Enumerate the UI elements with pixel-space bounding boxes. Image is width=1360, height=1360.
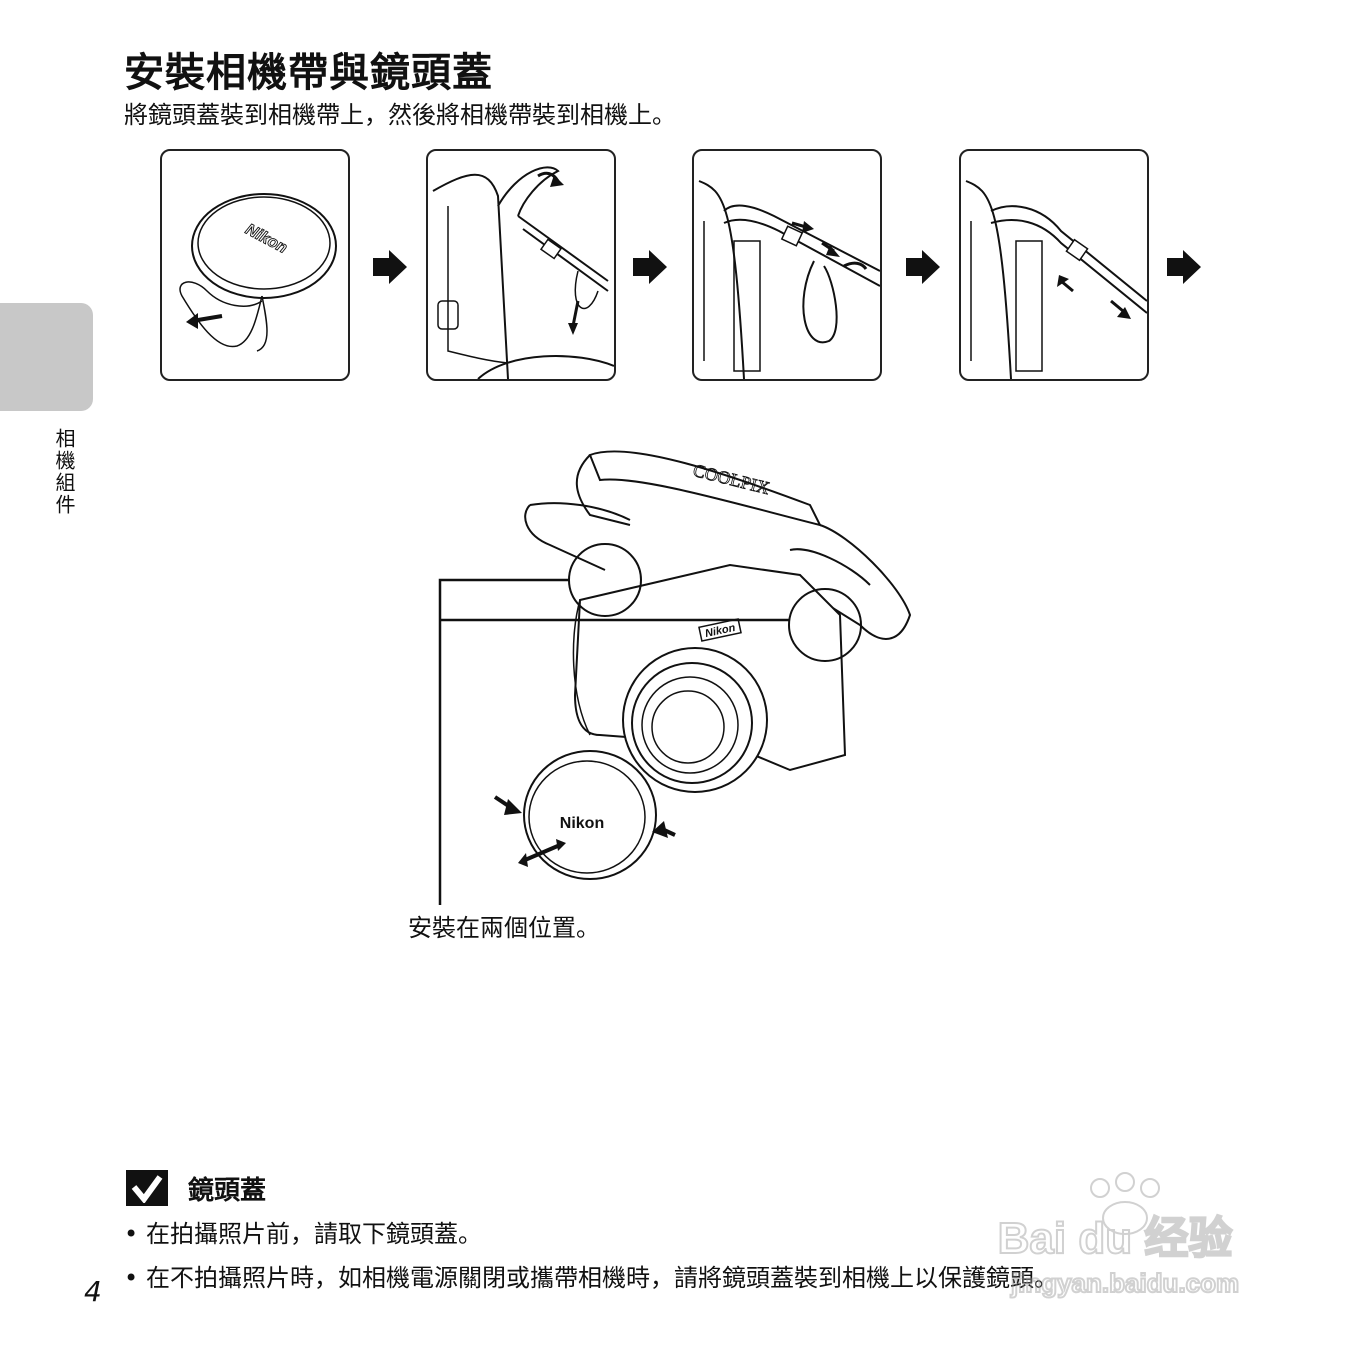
note-heading: 鏡頭蓋 (126, 1170, 266, 1206)
strap-keeper-illustration (698, 180, 880, 379)
step-4-panel (959, 149, 1149, 381)
bullet-icon: • (124, 1264, 139, 1292)
section-tab (0, 303, 93, 411)
note-heading-text: 鏡頭蓋 (188, 1175, 267, 1206)
page-number: 4 (84, 1275, 102, 1308)
note-bullet-text: 在不拍攝照片時，如相機電源關閉或攜帶相機時，請將鏡頭蓋裝到相機上以保護鏡頭。 (146, 1264, 1058, 1292)
checkmark-icon (126, 1170, 168, 1206)
next-step-arrow-icon (633, 250, 667, 284)
note-bullet-list: •在拍攝照片前，請取下鏡頭蓋。 •在不拍攝照片時，如相機電源關閉或攜帶相機時，請… (124, 1212, 1058, 1300)
intro-text: 將鏡頭蓋裝到相機帶上，然後將相機帶裝到相機上。 (124, 101, 676, 129)
watermark-site: jingyan.baidu.com (1010, 1268, 1239, 1298)
list-item: •在拍攝照片前，請取下鏡頭蓋。 (124, 1212, 1058, 1256)
lens-cap-cord-illustration: Nikon (179, 193, 337, 352)
cap-brand: Nikon (560, 815, 604, 832)
baidu-watermark-logo: Bai du 经验 jingyan.baidu.com (997, 1172, 1240, 1299)
next-step-arrow-icon (1167, 250, 1201, 284)
section-tab-label: 相機組件 (52, 428, 76, 516)
watermark-brand: Bai du 经验 (998, 1214, 1233, 1263)
page-title: 安裝相機帶與鏡頭蓋 (124, 50, 493, 96)
camera-strap-illustration: COOLPIX Nikon Nikon (438, 450, 912, 905)
strap-threading-illustration (432, 166, 614, 379)
bullet-icon: • (124, 1220, 139, 1248)
illustration-caption: 安裝在兩個位置。 (408, 914, 600, 942)
step-1-panel: Nikon (160, 149, 350, 381)
next-step-arrow-icon (373, 250, 407, 284)
step-3-panel (692, 149, 882, 381)
list-item: •在不拍攝照片時，如相機電源關閉或攜帶相機時，請將鏡頭蓋裝到相機上以保護鏡頭。 (124, 1256, 1058, 1300)
strap-tighten-illustration (965, 180, 1147, 379)
step-2-panel (426, 149, 616, 381)
note-bullet-text: 在拍攝照片前，請取下鏡頭蓋。 (146, 1220, 482, 1248)
next-step-arrow-icon (906, 250, 940, 284)
